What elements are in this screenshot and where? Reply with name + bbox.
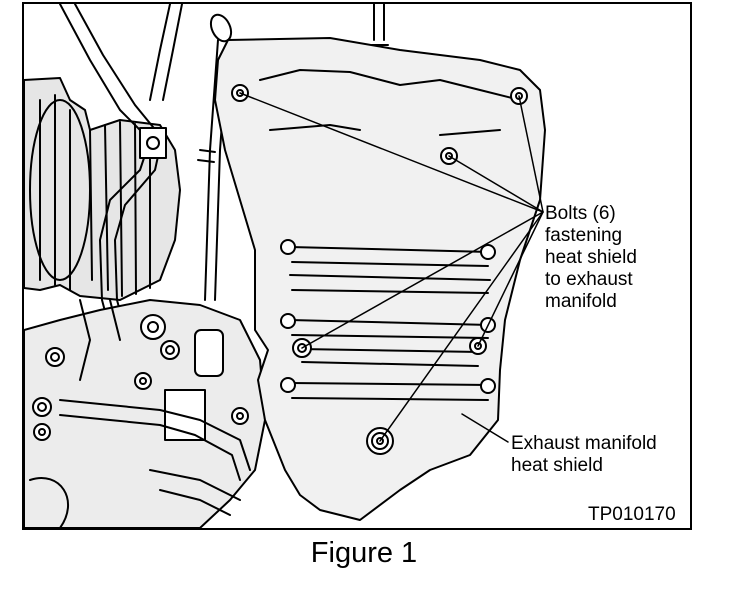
figure-caption-text: Figure 1 <box>310 537 418 569</box>
heat-shield-callout-line: heat shield <box>511 455 603 476</box>
bolts-callout-line: fastening <box>545 225 623 246</box>
bolts-callout: Bolts (6) fastening heat shield to exhau… <box>545 203 637 313</box>
heat-shield-callout: Exhaust manifold heat shield <box>511 433 657 477</box>
alternator <box>24 77 181 301</box>
bolts-callout-line: to exhaust <box>545 269 633 290</box>
figure-code: TP010170 <box>588 504 676 525</box>
heat-shield-callout-line: Exhaust manifold <box>511 433 657 454</box>
bolts-callout-line: heat shield <box>545 247 637 268</box>
bolts-callout-line: Bolts (6) <box>545 203 616 224</box>
bolts-callout-line: manifold <box>545 291 617 312</box>
leader-lines <box>239 92 544 443</box>
lower-engine-parts <box>24 299 266 528</box>
figure-caption: Figure 1 <box>0 537 752 570</box>
